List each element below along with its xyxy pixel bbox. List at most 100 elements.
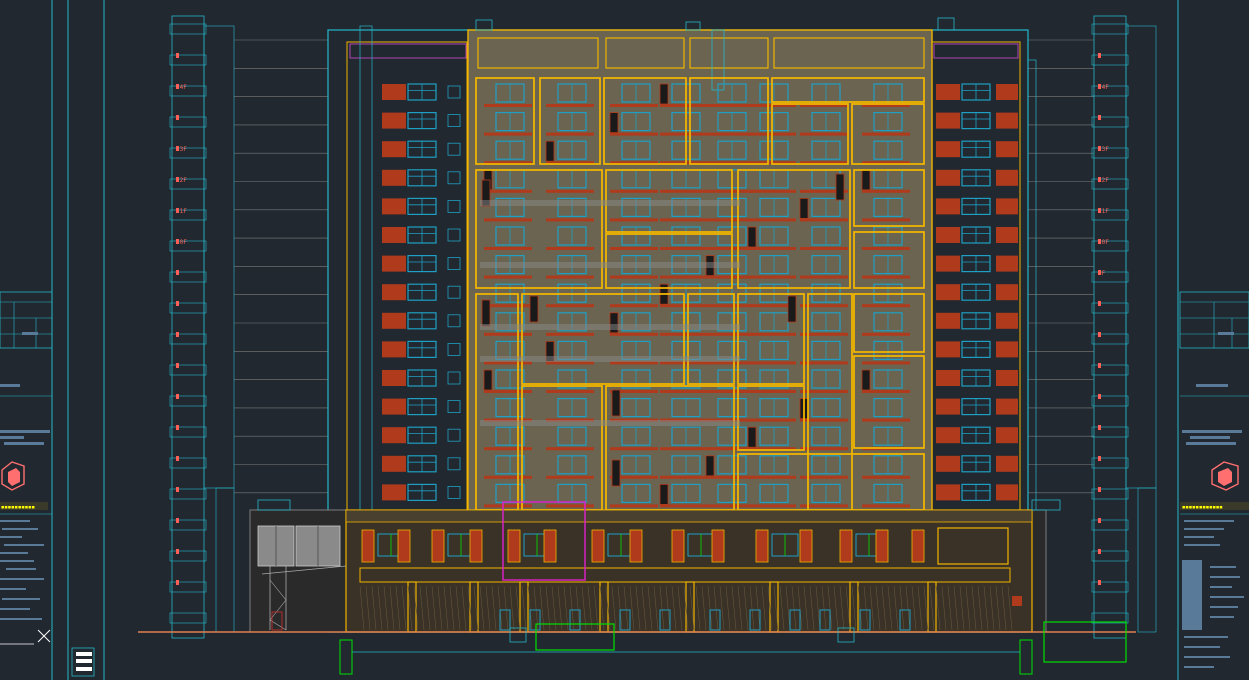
hatch (707, 585, 713, 631)
spandrel (546, 475, 594, 479)
spandrel (546, 304, 594, 308)
dark-panel (481, 299, 491, 327)
panel-frame (737, 385, 805, 451)
level-label: 13F (1098, 146, 1109, 153)
hatch (467, 585, 473, 631)
dimension-tick (169, 209, 207, 221)
wall-panel (936, 169, 960, 186)
spandrel (610, 304, 658, 308)
hatch (503, 585, 509, 631)
hatch (599, 585, 605, 631)
ground-and-foundation (138, 621, 1136, 675)
dimension-tick (1091, 488, 1129, 500)
podium-column (671, 529, 685, 563)
panel-frame (605, 233, 733, 289)
hatch (809, 585, 815, 631)
dimension-tick (1091, 581, 1129, 593)
panel-frame (475, 169, 603, 289)
dark-panel (787, 295, 797, 323)
hatch (1001, 585, 1007, 631)
spandrel (484, 504, 532, 508)
wall-panel (996, 427, 1018, 444)
hatch (545, 585, 551, 631)
hatch (803, 585, 809, 631)
door (499, 609, 511, 631)
level-marker (1098, 394, 1101, 399)
layer-stack-icon[interactable] (71, 647, 95, 677)
hatch (743, 585, 749, 631)
level-marker (1098, 549, 1101, 554)
spandrel (748, 247, 796, 250)
spandrel (706, 475, 754, 479)
spandrel (748, 189, 796, 193)
wall-panel (936, 84, 960, 100)
dimension-tick (1091, 178, 1129, 190)
dimension-tick (1091, 519, 1129, 531)
hatch (935, 585, 941, 631)
hatch (425, 585, 431, 631)
hatch (695, 585, 701, 631)
hatch (761, 585, 767, 631)
dark-panel (861, 169, 871, 191)
spandrel (800, 504, 848, 508)
spandrel (706, 247, 754, 250)
level-marker (176, 425, 179, 430)
window (447, 257, 461, 271)
hatch (719, 585, 725, 631)
hatch (677, 585, 683, 631)
dark-panel (545, 140, 555, 162)
panel-frame (853, 293, 925, 353)
level-marker (1098, 208, 1101, 213)
spandrel (748, 418, 796, 422)
spandrel (706, 504, 754, 508)
dimension-tick (169, 333, 207, 345)
dark-panel (799, 197, 809, 219)
level-marker (1098, 239, 1101, 244)
level-label: 12F (176, 177, 187, 184)
hatch (689, 585, 695, 631)
hatch (767, 585, 773, 631)
spandrel (862, 304, 910, 308)
podium-column (711, 529, 725, 563)
hatch (443, 585, 449, 631)
wall-panel (996, 398, 1018, 415)
spandrel (484, 304, 532, 308)
door (659, 609, 671, 631)
hatch (521, 585, 527, 631)
level-label: 10F (176, 239, 187, 246)
dark-panel (747, 226, 757, 248)
dimension-tick (1091, 457, 1129, 469)
wall-panel (382, 284, 406, 301)
hatch (533, 585, 539, 631)
panel-frame (853, 231, 925, 289)
hatch (905, 585, 911, 631)
spandrel (706, 390, 754, 393)
level-marker (1098, 146, 1101, 151)
hatch (647, 585, 653, 631)
hatch (359, 585, 365, 631)
wall-panel (936, 484, 960, 501)
spandrel (660, 390, 708, 393)
spandrel (610, 132, 658, 136)
wall-panel (936, 312, 960, 329)
spandrel (862, 332, 910, 336)
wall-panel (936, 227, 960, 243)
dimension-column (171, 15, 205, 639)
wall-panel (936, 112, 960, 129)
dimension-tick (1091, 240, 1129, 252)
dimension-column (203, 25, 235, 489)
hatch (989, 585, 995, 631)
level-marker (1098, 425, 1101, 430)
right-title-block: ▪▪▪▪▪▪▪▪▪▪▪▪ (1177, 0, 1249, 680)
hatch (437, 585, 443, 631)
selection-box[interactable] (502, 501, 586, 581)
spandrel (862, 218, 910, 222)
dark-panel (529, 295, 539, 323)
ucs-axis-icon[interactable] (37, 629, 51, 643)
hatch (833, 585, 839, 631)
hatch (845, 585, 851, 631)
spandrel (484, 332, 532, 336)
dimension-tick (169, 457, 207, 469)
